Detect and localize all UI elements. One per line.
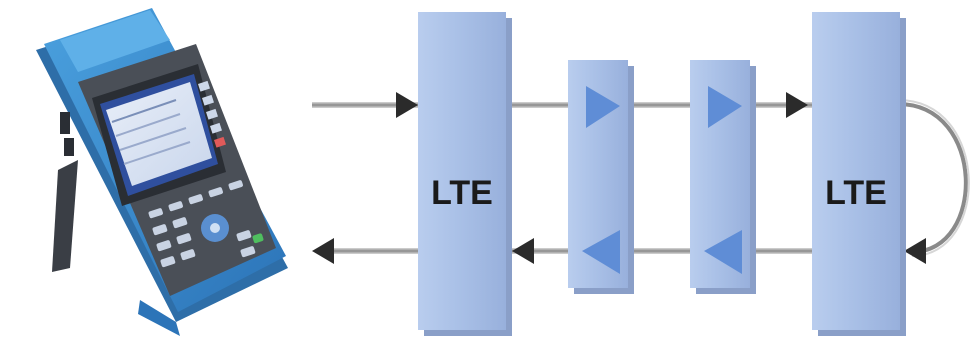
amplifier-triangle-icon: [704, 230, 742, 274]
forward-signal-line: [312, 102, 828, 108]
amplifier-box-2: [690, 60, 756, 294]
arrow-right-icon: [396, 92, 418, 118]
amplifier-box-1: [568, 60, 634, 294]
arrow-right-icon: [786, 92, 808, 118]
arrow-left-icon: [512, 238, 534, 264]
arrow-left-icon: [904, 238, 926, 264]
lte-box-left: LTE: [418, 12, 512, 336]
handheld-tester-icon: [36, 8, 288, 336]
amplifier-triangle-icon: [586, 86, 620, 128]
loopback-arc-icon: [897, 102, 968, 254]
lte-label-right: LTE: [825, 174, 887, 212]
return-signal-line: [330, 248, 828, 254]
lte-box-right: LTE: [812, 12, 906, 336]
lte-label-left: LTE: [431, 174, 493, 212]
amplifier-triangle-icon: [582, 230, 620, 274]
arrow-left-icon: [312, 238, 334, 264]
amplifier-triangle-icon: [708, 86, 742, 128]
